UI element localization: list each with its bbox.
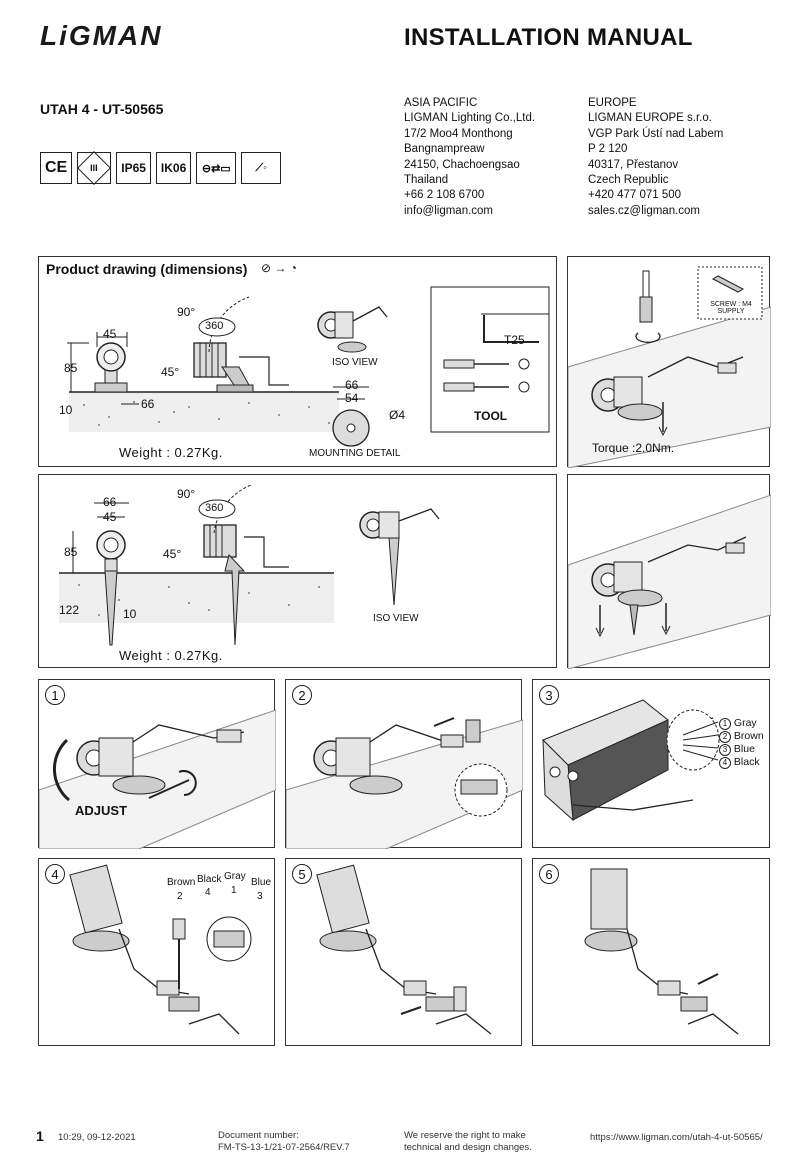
spike-mount-panel: [567, 474, 771, 669]
europe-email[interactable]: sales.cz@ligman.com: [588, 204, 701, 217]
spike-angle-45: 45°: [163, 547, 182, 561]
product-model: UTAH 4 - UT-50565: [40, 101, 164, 117]
surface-mount-panel: SCREW : M4 SUPPLY Torque :2.0Nm.: [567, 256, 771, 468]
spike-angle-360: 360: [205, 502, 224, 514]
ik06-badge: IK06: [155, 152, 192, 184]
europe-address: EUROPE LIGMAN EUROPE s.r.o. VGP Park Úst…: [588, 96, 723, 219]
spike-mount-svg: [568, 494, 771, 669]
screw-note: SCREW : M4 SUPPLY: [710, 301, 752, 315]
step-3-panel: 3 1 Gray 2 Brown 3 Blue 4 Black: [532, 679, 770, 848]
wire-brown: 2 Brown: [719, 730, 764, 743]
footer-timestamp: 10:29, 09-12-2021: [58, 1132, 136, 1143]
europe-line: VGP Park Ústí nad Labem: [588, 127, 724, 140]
certification-badges: CE III IP65 IK06 ⊖⇄▭ ⟋◦: [40, 151, 282, 185]
step-2-panel: 2: [285, 679, 523, 849]
angle-90: 90°: [177, 305, 196, 319]
europe-line: P 2 120: [588, 143, 628, 156]
step-3-number: 3: [539, 685, 559, 705]
asia-line: LIGMAN Lighting Co.,Ltd.: [404, 112, 536, 125]
spike-weight-label: Weight : 0.27Kg.: [119, 648, 223, 663]
weight-label: Weight : 0.27Kg.: [119, 445, 223, 460]
dim-85: 85: [64, 361, 78, 375]
mounting-detail-label: MOUNTING DETAIL: [309, 448, 401, 459]
spike-drawing-panel: 66 45 85 122 10 90° 360 45° ISO VIEW Wei…: [38, 474, 557, 668]
spike-dim-45: 45: [103, 510, 117, 524]
dim-10: 10: [59, 403, 73, 417]
page-number: 1: [36, 1128, 44, 1144]
spike-angle-90: 90°: [177, 487, 196, 501]
step-4-panel: 4 Brown Black Gray Blue 2 4 1 3: [38, 858, 275, 1046]
spike-iso-view: ISO VIEW: [373, 613, 419, 624]
asia-line: Thailand: [404, 174, 449, 187]
step-2-number: 2: [292, 685, 312, 705]
dim-66: 66: [141, 397, 155, 411]
asia-pacific-address: ASIA PACIFIC LIGMAN Lighting Co.,Ltd. 17…: [404, 96, 535, 219]
s4-n3: 3: [257, 891, 263, 902]
step-1-number: 1: [45, 685, 65, 705]
mounting-type-icon: ⊖⇄▭: [196, 152, 237, 184]
spike-dim-85: 85: [64, 545, 78, 559]
product-drawing-svg: [67, 286, 550, 447]
wire-gray: 1 Gray: [719, 717, 764, 730]
asia-line: +66 2 108 6700: [404, 189, 485, 202]
product-drawing-panel: Product drawing (dimensions) ⊘ → ◔ 45 85…: [38, 256, 557, 467]
asia-line: ASIA PACIFIC: [404, 97, 478, 109]
torque-label: Torque :2.0Nm.: [592, 441, 675, 455]
s4-black: Black: [197, 874, 222, 885]
drawing-title: Product drawing (dimensions): [46, 261, 248, 277]
step-1-panel: 1 ADJUST: [38, 679, 276, 849]
dim-45: 45: [103, 327, 117, 341]
step-6-number: 6: [539, 864, 559, 884]
step-5-panel: 5: [285, 858, 522, 1046]
mount-66: 66: [345, 378, 359, 392]
tool-label: TOOL: [474, 409, 508, 423]
s4-blue: Blue: [251, 877, 272, 888]
reserve-notice: We reserve the right to make technical a…: [404, 1130, 532, 1153]
document-number: Document number: FM-TS-13-1/21-07-2564/R…: [218, 1130, 350, 1153]
wire-black: 4 Black: [719, 756, 764, 769]
ligman-logo: LiGMAN: [40, 20, 163, 51]
s4-n2: 2: [177, 891, 183, 902]
ce-mark-icon: CE: [40, 152, 73, 184]
s4-brown: Brown: [167, 877, 196, 888]
asia-line: 24150, Chachoengsao: [404, 158, 520, 171]
angle-360: 360: [205, 320, 224, 332]
mount-diameter: Ø4: [389, 408, 406, 422]
s4-n1: 1: [231, 885, 237, 896]
mount-54: 54: [345, 391, 359, 405]
s4-n4: 4: [205, 887, 211, 898]
iso-view-label: ISO VIEW: [332, 357, 378, 368]
page-title: INSTALLATION MANUAL: [404, 24, 693, 51]
class-iii-icon: III: [77, 151, 112, 185]
surface-mount-svg: [568, 266, 771, 468]
tool-t25: T25: [504, 333, 525, 347]
ip65-badge: IP65: [116, 152, 151, 184]
asia-line: 17/2 Moo4 Monthong: [404, 127, 513, 140]
spike-dim-10: 10: [123, 607, 137, 621]
europe-line: 40317, Přestanov: [588, 158, 679, 171]
wall-light-icon: ⊘ → ◔: [261, 261, 297, 275]
wire-color-legend: 1 Gray 2 Brown 3 Blue 4 Black: [719, 717, 764, 769]
europe-line: EUROPE: [588, 97, 637, 109]
adjust-label: ADJUST: [75, 803, 128, 818]
europe-line: LIGMAN EUROPE s.r.o.: [588, 112, 712, 125]
spike-dim-122: 122: [59, 603, 80, 617]
s4-gray: Gray: [224, 871, 246, 882]
angle-45: 45°: [161, 365, 180, 379]
spike-mount-icon: ⟋◦: [241, 152, 282, 184]
step-4-number: 4: [45, 864, 65, 884]
asia-email[interactable]: info@ligman.com: [404, 204, 494, 217]
step-5-number: 5: [292, 864, 312, 884]
product-url-link[interactable]: https://www.ligman.com/utah-4-ut-50565/: [590, 1132, 763, 1143]
europe-line: +420 477 071 500: [588, 189, 682, 202]
asia-line: Bangnampreaw: [404, 143, 485, 156]
wire-blue: 3 Blue: [719, 743, 764, 756]
europe-line: Czech Republic: [588, 174, 669, 187]
step-6-panel: 6: [532, 858, 770, 1046]
spike-dim-66: 66: [103, 495, 117, 509]
spike-drawing-svg: [59, 484, 440, 646]
